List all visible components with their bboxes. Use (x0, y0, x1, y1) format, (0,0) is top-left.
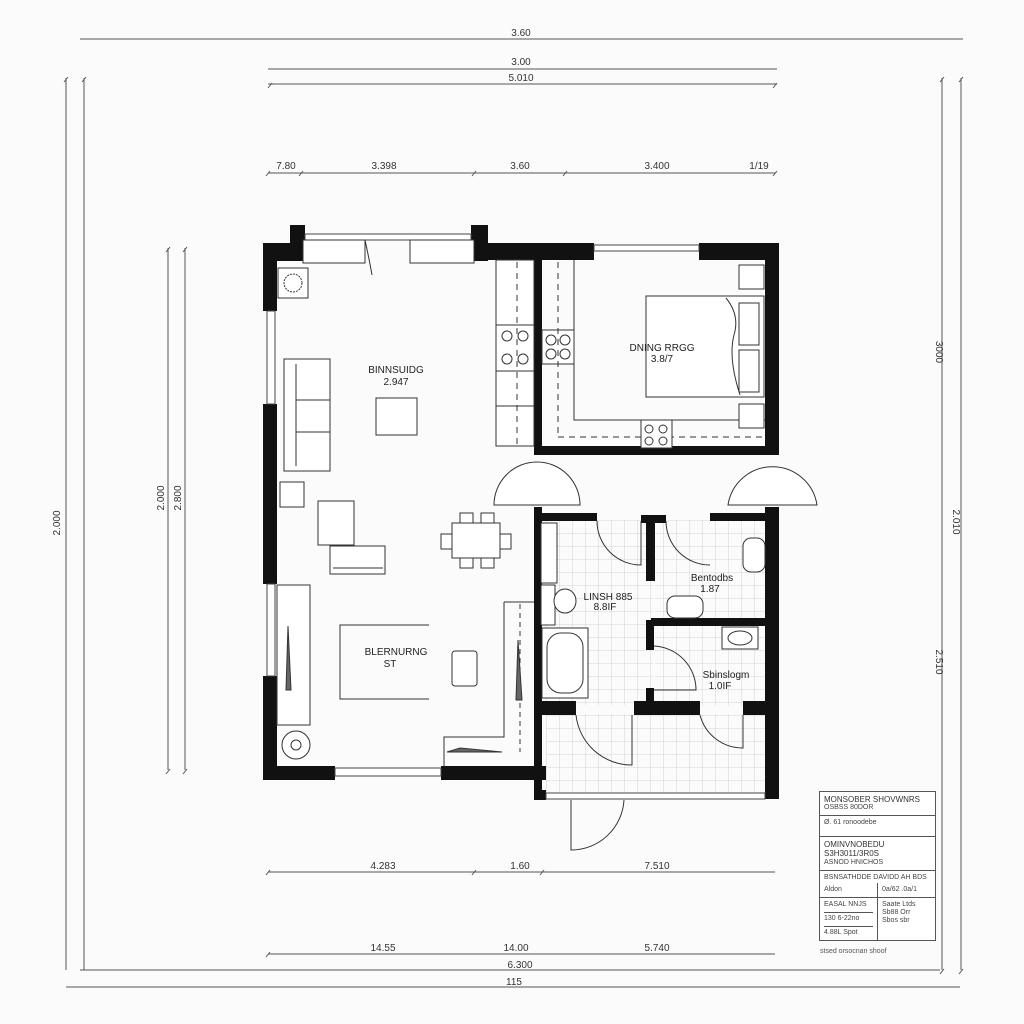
dim-seg: 1/19 (749, 161, 769, 172)
dim-total: 6.300 (507, 960, 532, 971)
room-labels: BINNSUIDG 2.947 DNING RRGG 3.8/7 BLERNUR… (365, 343, 750, 692)
windows (266, 233, 766, 800)
dim-seg: 14.00 (503, 943, 528, 954)
door-swing (596, 520, 642, 566)
armchair-icon (317, 500, 355, 546)
dim-total: 115 (506, 977, 522, 988)
title-block-client-a: Aldon (820, 882, 878, 897)
nightstand (738, 264, 765, 290)
plant-icon (281, 730, 311, 760)
title-block-footer: stsed orsocnan shoof (820, 948, 887, 955)
dim-right: 3000 (933, 341, 944, 364)
title-block-ref: Ø. 61 ronoodebe (824, 819, 877, 827)
dimension-lines (63, 38, 964, 988)
door-swing (727, 466, 818, 506)
room-area: 3.8/7 (651, 354, 674, 365)
sheet-value: Sbos sbr (882, 916, 910, 924)
room-name: Sbinslogm (703, 670, 750, 681)
room-area: 2.947 (383, 377, 408, 388)
dim-seg: 5.740 (644, 943, 669, 954)
window-seat (302, 239, 366, 264)
room-area: 1.0IF (709, 681, 732, 692)
dim-right: 2.010 (950, 509, 961, 534)
room-area: 1.87 (700, 584, 720, 595)
walls (263, 225, 779, 800)
dimension-labels: 3.60 3.00 5.010 7.80 3.398 3.60 3.400 1/… (52, 28, 961, 988)
toilet-icon (553, 588, 577, 614)
chair-icon (451, 650, 478, 687)
sink-icon (742, 537, 766, 573)
dim-seg: 3.398 (371, 161, 396, 172)
door-swing (575, 714, 633, 766)
dim-seg: 1.60 (510, 861, 530, 872)
dim-seg: 14.55 (370, 943, 395, 954)
plant-icon (277, 267, 309, 299)
tv-unit (276, 584, 311, 726)
window-seat (409, 239, 475, 264)
dim-right: 2.510 (933, 649, 944, 674)
dim-top-2: 3.00 (511, 57, 531, 68)
dining-table-icon (451, 522, 501, 559)
room-name: DNING RRGG (630, 343, 695, 354)
entry-door (570, 799, 625, 851)
dim-seg: 7.510 (644, 861, 669, 872)
dim-top-total: 3.60 (511, 28, 531, 39)
fixtures (276, 239, 818, 851)
door-swing (493, 461, 581, 506)
door-swing (665, 520, 711, 566)
dim-left: 2.000 (52, 510, 63, 535)
dim-seg: 3.60 (510, 161, 530, 172)
sofa-icon (283, 358, 331, 472)
coffee-table-icon (375, 397, 418, 436)
date-label: Saate Ltds (882, 900, 916, 908)
room-name: BINNSUIDG (368, 365, 424, 376)
cabinet (540, 522, 558, 584)
nightstand (738, 403, 765, 429)
sink-icon (666, 595, 704, 619)
stove-icon (495, 324, 535, 372)
title-block: MONSOBER SHOVWNRS OSBSS 80DOR Ø. 61 rono… (819, 791, 936, 941)
date-value: Sb88 Orr (882, 908, 911, 916)
dim-left: 2.800 (173, 485, 184, 510)
room-name: LINSH 885 (584, 592, 633, 603)
door-swing (653, 645, 697, 691)
dim-seg: 4.283 (370, 861, 395, 872)
sink-icon (721, 626, 759, 650)
side-table (279, 481, 305, 508)
hall-floor (546, 714, 767, 796)
scale-label: EASAL NNJS (824, 900, 867, 908)
room-area: ST (384, 659, 397, 670)
title-block-title: MONSOBER SHOVWNRS (824, 795, 921, 804)
title-block-client: BSNSATHDDE DAVIDD AH BDS (824, 873, 927, 881)
door-swing (699, 714, 744, 749)
title-block-project: OMINVNOBEDU S3H3011/3R0S (824, 840, 885, 859)
dim-top-3: 5.010 (508, 73, 533, 84)
dim-left: 2.000 (156, 485, 167, 510)
room-name: Bentodbs (691, 573, 733, 584)
title-block-project-sub: ASNOD HNICHOS (824, 858, 884, 866)
rug (339, 624, 429, 700)
dim-seg: 3.400 (644, 161, 669, 172)
title-block-subtitle: OSBSS 80DOR (824, 804, 874, 812)
scale-value: 130 6-22no (824, 911, 873, 923)
dim-seg: 7.80 (276, 161, 296, 172)
title-block-client-b: 0a/62 .0a/1 (882, 885, 918, 893)
stove-icon (541, 329, 575, 365)
armchair-icon (329, 545, 386, 575)
sheet-label: 4.88L Spot (824, 925, 873, 937)
room-name: BLERNURNG (365, 647, 428, 658)
room-area: 8.8IF (594, 602, 617, 613)
